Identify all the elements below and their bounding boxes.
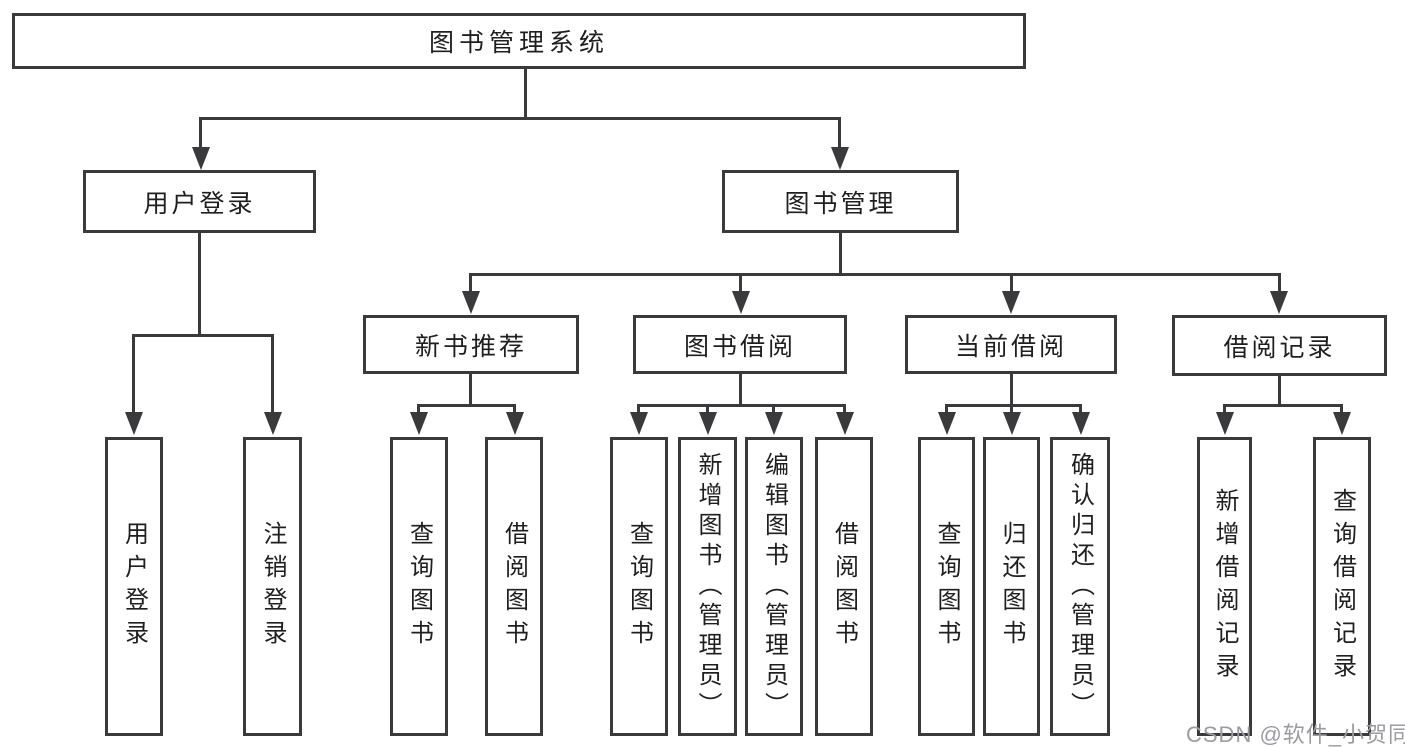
connector-line xyxy=(772,404,775,416)
node-label: 注销登录 xyxy=(259,520,286,653)
connector-line xyxy=(706,404,709,416)
connector-line xyxy=(469,273,472,293)
node-label: 新书推荐 xyxy=(414,332,527,361)
node-label: 当前借阅 xyxy=(954,332,1067,361)
connector-line xyxy=(132,334,274,337)
connector-line xyxy=(1010,273,1013,293)
node-label: 新增借阅记录 xyxy=(1211,487,1238,686)
leaf-query-books-borrow: 查询图书 xyxy=(610,437,668,736)
leaf-confirm-return-admin: 确认归还（管理员） xyxy=(1050,437,1110,736)
node-label: 归还图书 xyxy=(998,520,1025,653)
leaf-query-books-recommend: 查询图书 xyxy=(390,437,448,736)
node-label: 新增图书（管理员） xyxy=(694,451,721,722)
arrow-down-icon xyxy=(1002,291,1020,314)
leaf-add-book-admin: 新增图书（管理员） xyxy=(678,437,737,736)
arrow-down-icon xyxy=(264,412,282,435)
node-borrow-records: 借阅记录 xyxy=(1172,315,1387,376)
node-label: 图书管理 xyxy=(784,189,897,218)
connector-line xyxy=(637,404,846,407)
connector-line xyxy=(945,404,1082,407)
connector-line xyxy=(524,68,527,119)
leaf-add-borrow-record: 新增借阅记录 xyxy=(1197,437,1252,736)
connector-line xyxy=(1278,374,1281,406)
connector-line xyxy=(132,334,135,414)
node-label: 借阅图书 xyxy=(830,520,858,653)
node-book-management: 图书管理 xyxy=(722,170,959,233)
arrow-down-icon xyxy=(765,412,783,435)
connector-line xyxy=(198,232,201,336)
node-label: 图书管理系统 xyxy=(428,29,609,57)
leaf-user-login: 用户登录 xyxy=(105,437,163,736)
arrow-down-icon xyxy=(1003,412,1021,435)
node-label: 查询图书 xyxy=(625,520,653,653)
connector-line xyxy=(637,404,640,416)
node-current-borrow: 当前借阅 xyxy=(905,315,1117,374)
connector-line xyxy=(945,404,948,416)
arrow-down-icon xyxy=(699,412,717,435)
connector-line xyxy=(838,117,841,150)
node-label: 查询图书 xyxy=(405,520,433,653)
node-label: 借阅记录 xyxy=(1223,333,1336,362)
leaf-logout: 注销登录 xyxy=(243,437,302,736)
arrow-down-icon xyxy=(1072,412,1090,435)
node-label: 用户登录 xyxy=(120,520,148,653)
leaf-borrow-books: 借阅图书 xyxy=(815,437,873,736)
connector-line xyxy=(1278,273,1281,293)
leaf-query-borrow-record: 查询借阅记录 xyxy=(1313,437,1371,736)
node-root-system: 图书管理系统 xyxy=(12,13,1026,69)
connector-line xyxy=(469,273,1281,276)
connector-line xyxy=(417,404,516,407)
connector-line xyxy=(271,334,274,414)
connector-line xyxy=(739,273,742,293)
connector-line xyxy=(843,404,846,416)
connector-line xyxy=(839,232,842,275)
arrow-down-icon xyxy=(410,412,428,435)
connector-line xyxy=(1079,404,1082,416)
connector-line xyxy=(1223,404,1226,416)
leaf-query-books-current: 查询图书 xyxy=(918,437,975,736)
connector-line xyxy=(1340,404,1343,416)
arrow-down-icon xyxy=(125,412,143,435)
connector-line xyxy=(199,117,841,120)
arrow-down-icon xyxy=(938,412,956,435)
node-label: 确认归还（管理员） xyxy=(1066,451,1094,722)
node-book-borrow: 图书借阅 xyxy=(633,315,847,374)
watermark: CSDN @软件_小贺同学 xyxy=(1186,722,1405,747)
connector-line xyxy=(1010,404,1013,416)
node-new-book-recommend: 新书推荐 xyxy=(363,315,579,374)
arrow-down-icon xyxy=(732,291,750,314)
arrow-down-icon xyxy=(630,412,648,435)
connector-line xyxy=(513,404,516,416)
node-label: 图书借阅 xyxy=(683,332,796,361)
node-label: 编辑图书（管理员） xyxy=(760,451,788,722)
arrow-down-icon xyxy=(192,147,210,170)
arrow-down-icon xyxy=(506,412,524,435)
arrow-down-icon xyxy=(462,291,480,314)
connector-line xyxy=(199,117,202,150)
connector-line xyxy=(1223,404,1343,407)
leaf-return-book: 归还图书 xyxy=(983,437,1040,736)
arrow-down-icon xyxy=(1333,412,1351,435)
node-label: 用户登录 xyxy=(143,189,256,218)
leaf-edit-book-admin: 编辑图书（管理员） xyxy=(745,437,803,736)
arrow-down-icon xyxy=(836,412,854,435)
node-user-login: 用户登录 xyxy=(83,170,316,233)
leaf-borrow-books-recommend: 借阅图书 xyxy=(485,437,543,736)
connector-line xyxy=(739,373,742,406)
node-label: 借阅图书 xyxy=(500,520,528,653)
connector-line xyxy=(1010,373,1013,406)
node-label: 查询借阅记录 xyxy=(1328,487,1356,686)
connector-line xyxy=(417,404,420,416)
arrow-down-icon xyxy=(1270,291,1288,314)
node-label: 查询图书 xyxy=(933,520,960,653)
arrow-down-icon xyxy=(831,147,849,170)
arrow-down-icon xyxy=(1216,412,1234,435)
connector-line xyxy=(469,373,472,406)
